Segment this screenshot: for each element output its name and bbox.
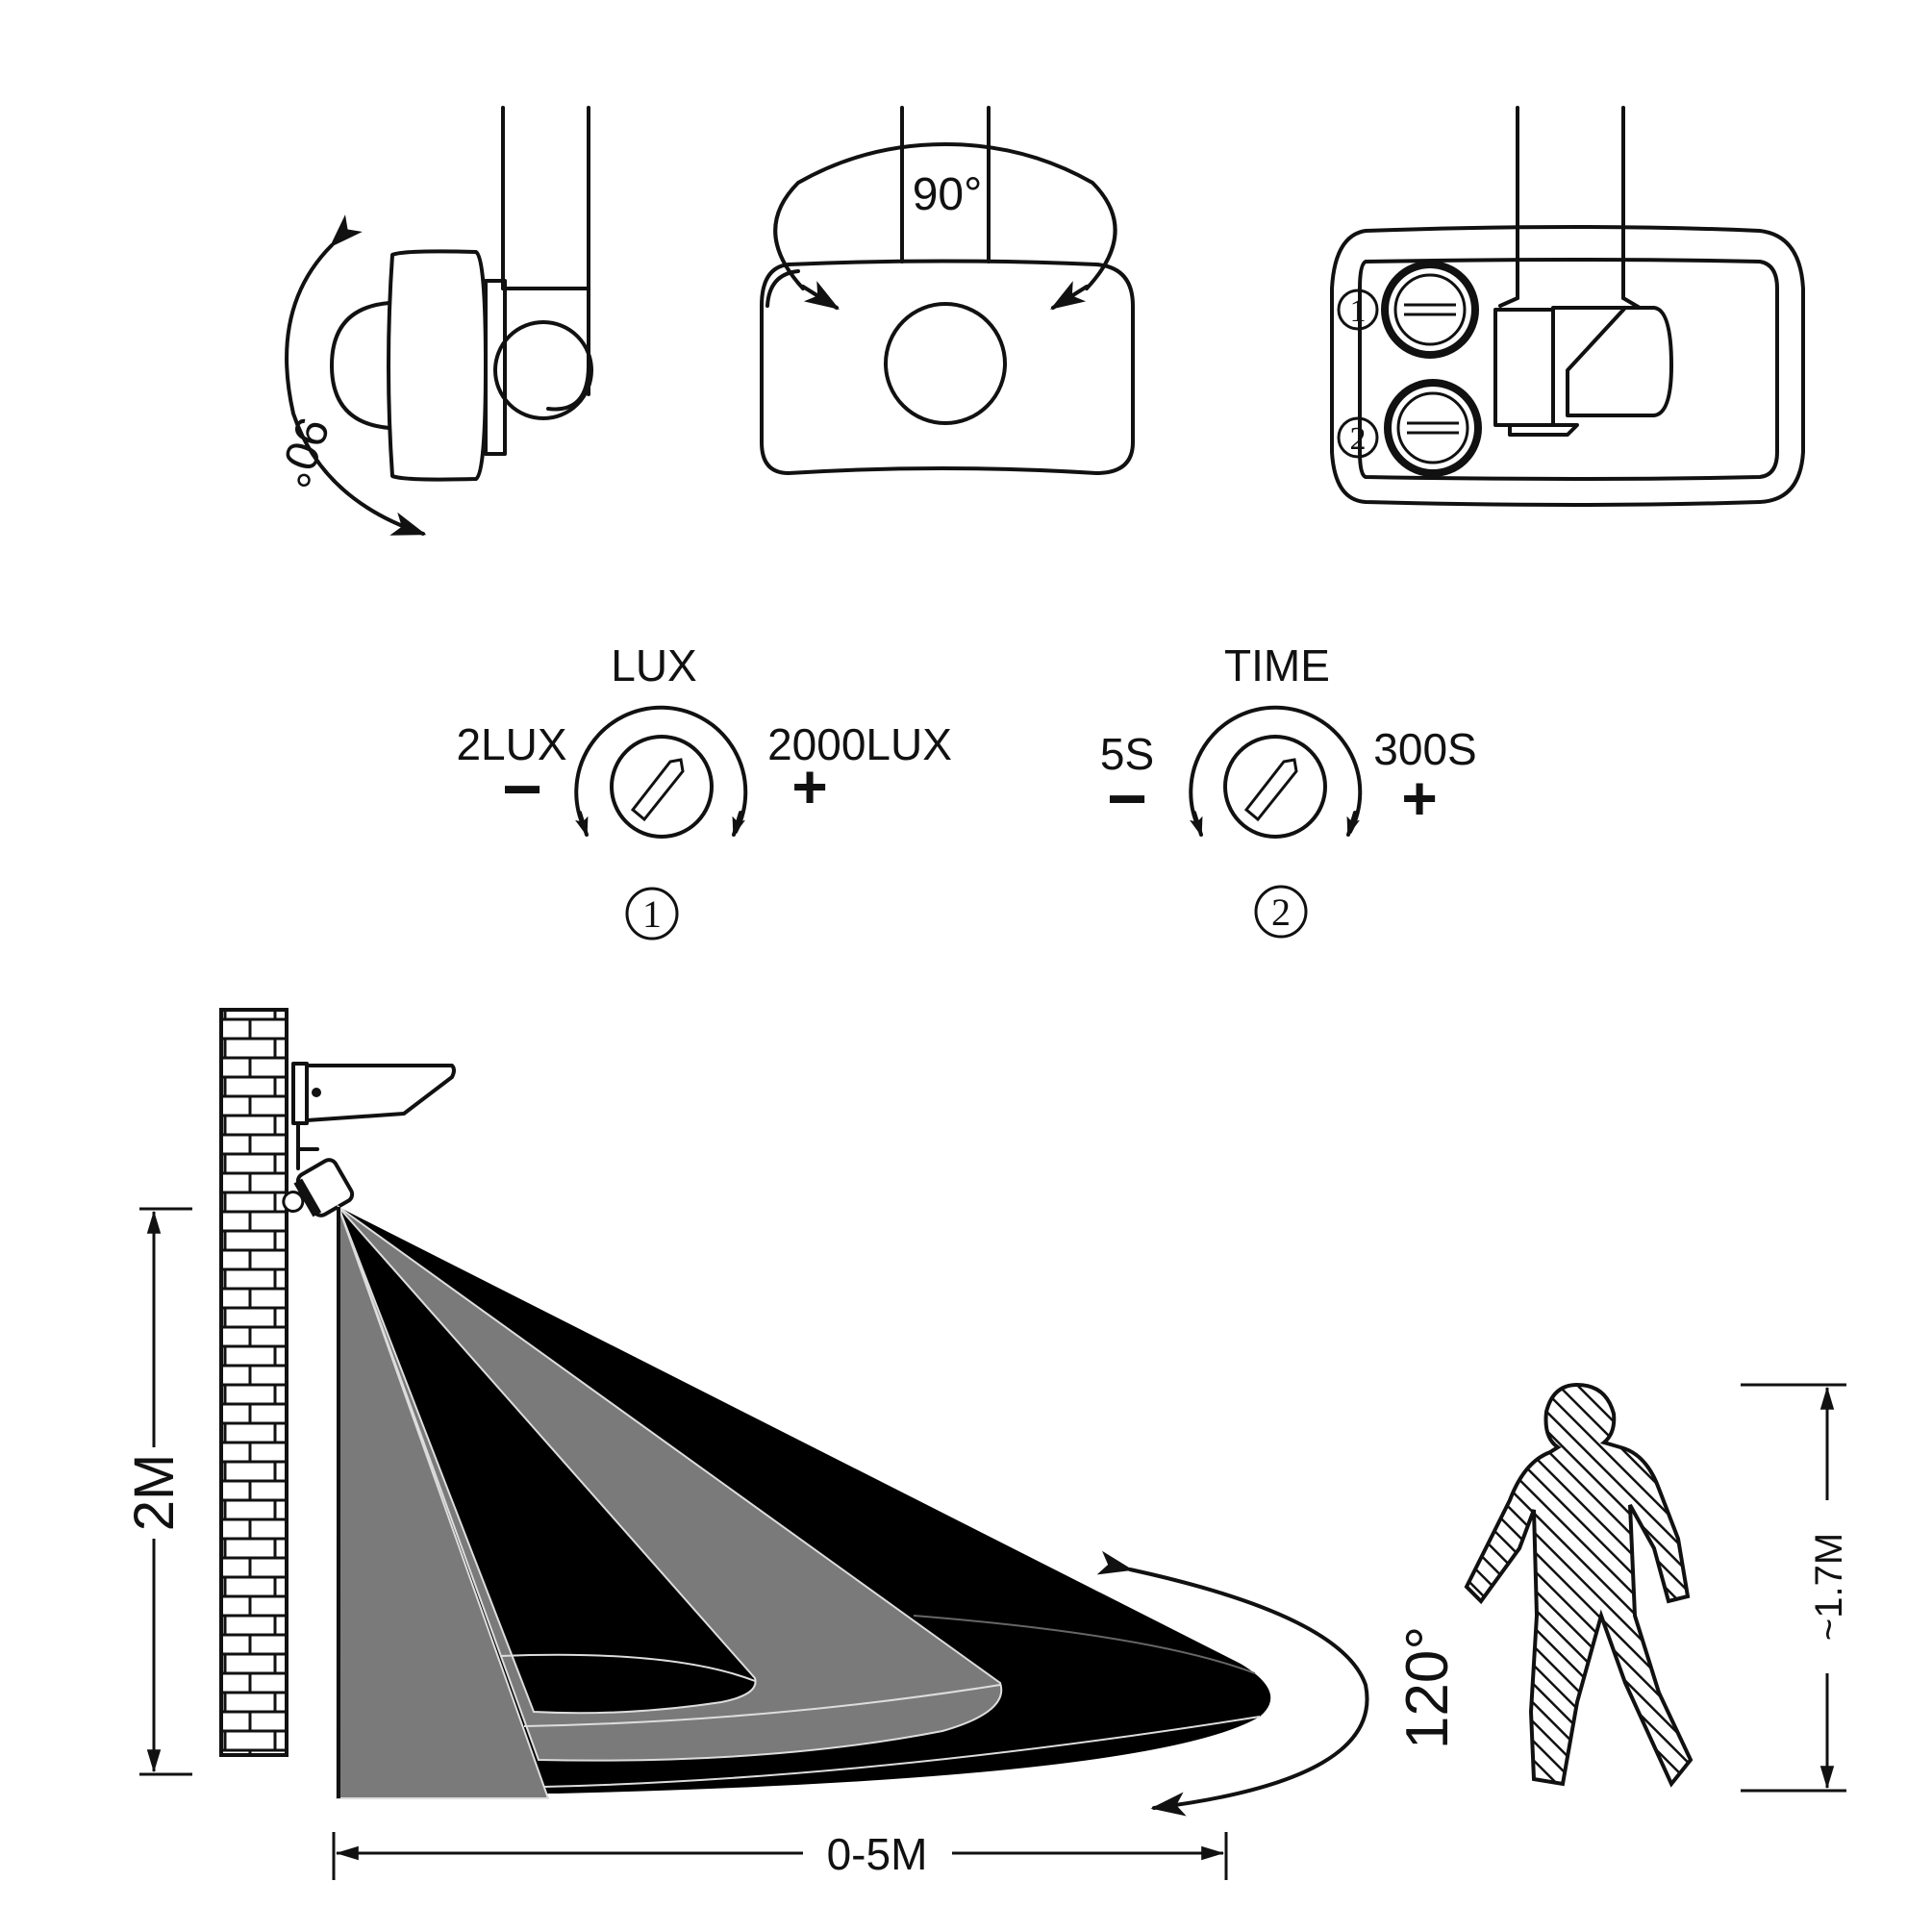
- back-dial-2-number: 2: [1350, 421, 1367, 457]
- side-angle-label: 90°: [266, 411, 339, 493]
- person-figure: [1464, 1382, 1694, 1788]
- front-angle-label: 90°: [913, 169, 983, 220]
- back-view: 1 2: [1330, 106, 1805, 507]
- detection-beams: [335, 1204, 1271, 1799]
- range-dimension: 0-5M: [332, 1829, 1228, 1880]
- time-dial-number: 2: [1271, 891, 1291, 934]
- person-height-dimension: ~1.7M: [1741, 1383, 1850, 1793]
- time-max-label: 300S: [1373, 724, 1476, 774]
- person-height-label: ~1.7M: [1808, 1533, 1850, 1641]
- lux-plus-sign: +: [791, 752, 827, 821]
- time-minus-sign: −: [1107, 761, 1147, 838]
- time-min-label: 5S: [1100, 729, 1154, 779]
- motion-sensor: [282, 1158, 355, 1217]
- back-dial-1-number: 1: [1350, 293, 1367, 329]
- detection-angle-label: 120°: [1394, 1626, 1461, 1749]
- lux-title: LUX: [611, 640, 696, 690]
- lux-dial: LUX 2LUX 2000LUX − + 1: [456, 640, 952, 941]
- brick-wall: [219, 1008, 289, 1757]
- side-view: 90°: [266, 106, 593, 536]
- mount-height-label: 2M: [123, 1454, 186, 1532]
- lamp-fixture: [291, 1062, 456, 1170]
- back-dial-1: [1381, 261, 1479, 359]
- back-dial-2: [1384, 379, 1482, 477]
- time-plus-sign: +: [1401, 764, 1437, 833]
- lux-minus-sign: −: [502, 751, 542, 828]
- time-dial: TIME 5S 300S − + 2: [1100, 640, 1477, 939]
- mount-height-dimension: 2M: [123, 1207, 192, 1776]
- lux-dial-number: 1: [642, 892, 662, 936]
- lux-max-label: 2000LUX: [767, 719, 952, 769]
- time-title: TIME: [1224, 640, 1330, 690]
- installation-scene: 120° 2M 0-5M ~1.7M: [123, 1008, 1850, 1880]
- range-label: 0-5M: [827, 1829, 928, 1879]
- lux-min-label: 2LUX: [456, 719, 566, 769]
- beam-inner-dark: [338, 1206, 757, 1715]
- front-view: 90°: [760, 106, 1135, 475]
